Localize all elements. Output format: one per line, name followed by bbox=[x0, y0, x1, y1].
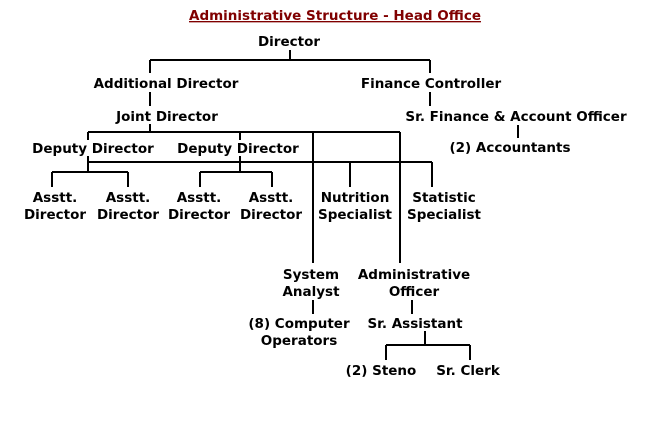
node-label: Director bbox=[258, 34, 320, 50]
node-label: Additional Director bbox=[94, 76, 239, 92]
node-label: Deputy Director bbox=[177, 141, 299, 157]
node-label: Asstt. bbox=[249, 190, 294, 206]
node-label: Officer bbox=[389, 284, 440, 300]
node-label: Finance Controller bbox=[361, 76, 502, 92]
node-label: Director bbox=[97, 207, 159, 223]
node-label: Asstt. bbox=[33, 190, 78, 206]
node-label: Statistic bbox=[412, 190, 476, 206]
node-label: Director bbox=[240, 207, 302, 223]
node-label: Administrative bbox=[358, 267, 470, 283]
node-administrative-officer: Administrative Officer bbox=[358, 267, 470, 300]
node-asstt-director-2: Asstt. Director bbox=[97, 190, 159, 223]
node-label: Specialist bbox=[407, 207, 482, 223]
node-label: Sr. Clerk bbox=[436, 363, 501, 379]
node-accountants: (2) Accountants bbox=[449, 140, 570, 156]
node-label: Director bbox=[24, 207, 86, 223]
node-label: Asstt. bbox=[106, 190, 151, 206]
node-label: (2) Steno bbox=[346, 363, 417, 379]
node-label: Operators bbox=[261, 333, 338, 349]
node-label: Sr. Finance & Account Officer bbox=[405, 109, 627, 125]
node-asstt-director-4: Asstt. Director bbox=[240, 190, 302, 223]
node-label: Director bbox=[168, 207, 230, 223]
node-joint-director: Joint Director bbox=[115, 109, 218, 125]
node-label: Sr. Assistant bbox=[367, 316, 463, 332]
node-statistic-specialist: Statistic Specialist bbox=[407, 190, 482, 223]
node-label: (2) Accountants bbox=[449, 140, 570, 156]
node-label: Deputy Director bbox=[32, 141, 154, 157]
node-label: (8) Computer bbox=[248, 316, 350, 332]
node-label: Analyst bbox=[282, 284, 340, 300]
connector-lines bbox=[51, 50, 519, 360]
node-nutrition-specialist: Nutrition Specialist bbox=[318, 190, 393, 223]
node-deputy-director-2: Deputy Director bbox=[177, 141, 299, 157]
node-system-analyst: System Analyst bbox=[282, 267, 340, 300]
node-label: System bbox=[283, 267, 339, 283]
chart-title: Administrative Structure - Head Office bbox=[189, 8, 481, 24]
node-label: Nutrition bbox=[321, 190, 390, 206]
node-additional-director: Additional Director bbox=[94, 76, 239, 92]
node-label: Asstt. bbox=[177, 190, 222, 206]
node-label: Joint Director bbox=[115, 109, 218, 125]
node-sr-finance-account-officer: Sr. Finance & Account Officer bbox=[405, 109, 627, 125]
node-sr-clerk: Sr. Clerk bbox=[436, 363, 501, 379]
node-asstt-director-3: Asstt. Director bbox=[168, 190, 230, 223]
node-director: Director bbox=[258, 34, 320, 50]
node-finance-controller: Finance Controller bbox=[361, 76, 502, 92]
node-asstt-director-1: Asstt. Director bbox=[24, 190, 86, 223]
node-sr-assistant: Sr. Assistant bbox=[367, 316, 463, 332]
node-steno: (2) Steno bbox=[346, 363, 417, 379]
node-deputy-director-1: Deputy Director bbox=[32, 141, 154, 157]
node-computer-operators: (8) Computer Operators bbox=[248, 316, 350, 349]
node-label: Specialist bbox=[318, 207, 393, 223]
